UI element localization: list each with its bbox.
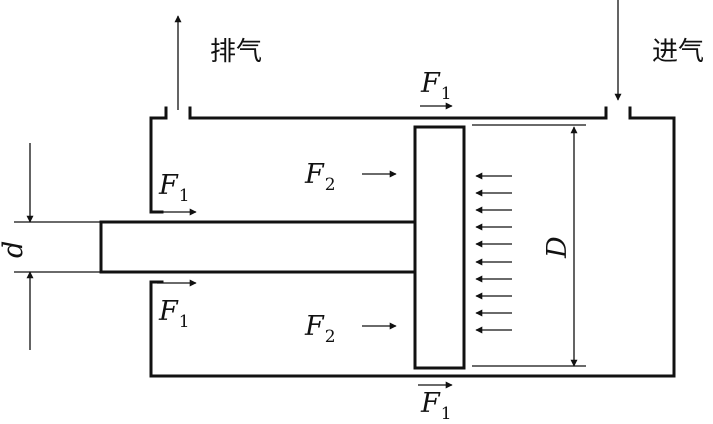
force-f1-symbol: F [420,388,441,419]
force-f1-rod-upper: F1 [157,170,197,216]
bore-diameter-label: D [542,236,573,259]
force-f2-lower: F2 [304,311,397,347]
force-f2-symbol: F [304,159,325,190]
svg-text:F1: F1 [158,170,190,206]
force-f2-subscript: 2 [325,327,336,347]
force-f2-upper: F2 [304,159,397,195]
top-wall-left-segment [149,106,168,214]
force-f2-symbol: F [304,311,325,342]
right-wall [149,106,676,378]
force-f1-subscript: 1 [179,312,190,332]
pressure-arrows [475,172,512,334]
force-f1-top: F1 [420,68,453,110]
svg-text:F2: F2 [304,311,336,347]
piston-rod [99,220,417,274]
force-f1-subscript: 1 [179,186,190,206]
svg-text:F1: F1 [420,388,452,424]
rod-diameter-dimension: d [0,143,101,350]
force-f1-symbol: F [158,296,179,327]
top-wall-main-segment [188,106,608,120]
svg-text:F2: F2 [304,159,336,195]
force-f1-bottom: F1 [418,381,453,424]
svg-text:F1: F1 [420,68,452,104]
force-f1-subscript: 1 [441,404,452,424]
force-f1-rod-lower: F1 [157,279,197,332]
exhaust-label: 排气 [210,37,262,67]
force-f1-symbol: F [420,68,441,99]
force-f1-symbol: F [158,170,179,201]
piston [413,125,466,370]
intake-label: 进气 [652,37,704,67]
bore-diameter-dimension: D [472,124,586,367]
svg-text:F1: F1 [158,296,190,332]
force-f1-subscript: 1 [441,84,452,104]
force-f2-subscript: 2 [325,175,336,195]
rod-diameter-label: d [0,241,29,258]
cylinder-body [149,106,676,378]
